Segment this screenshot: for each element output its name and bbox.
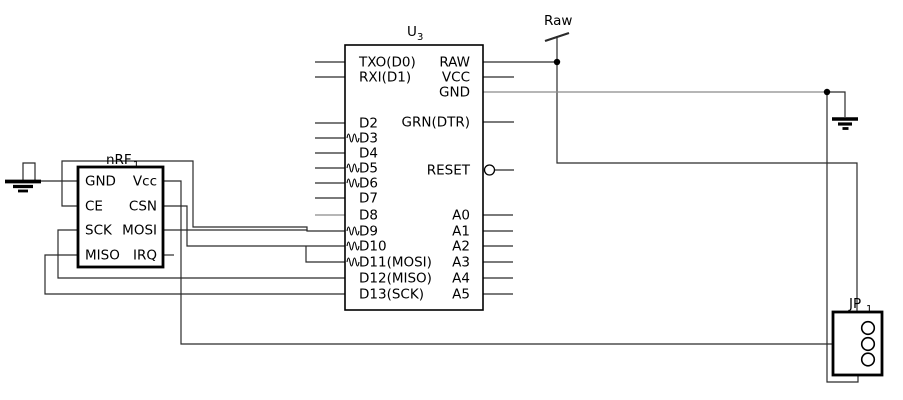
wires: [5, 31, 862, 383]
u3-pin-d2: D2: [359, 116, 378, 132]
wire-nrf-gnd: [22, 162, 78, 182]
nrf1-pin-irq: IRQ: [133, 248, 157, 264]
u3-pin-d12: D12(MISO): [359, 271, 432, 287]
nrf1-pin-vcc: Vcc: [133, 174, 157, 190]
jp1-pin3-icon: [860, 352, 876, 367]
u3-pin-d8: D8: [359, 208, 378, 224]
u3-pin-grn: GRN(DTR): [402, 115, 471, 131]
pwm-icons: [346, 133, 360, 267]
wire-nrf-miso: [44, 254, 345, 295]
nrf1-pin-miso: MISO: [85, 248, 120, 264]
pwm-icon-d6: [346, 178, 360, 188]
pwm-icon-d11: [346, 257, 360, 267]
pwm-icon-d9: [346, 226, 360, 236]
u3-pin-a1: A1: [452, 224, 470, 240]
nrf1-pin-gnd: GND: [85, 174, 116, 190]
u3-pin-reset: RESET: [427, 163, 471, 179]
component-nrf1: nRF 1 GND CE SCK MISO Vcc CSN MOSI IRQ: [76, 152, 165, 269]
reset-bubble-icon: [483, 164, 496, 176]
wire-gnd-to-ground: [827, 91, 846, 117]
u3-pin-d7: D7: [359, 191, 378, 207]
u3-pin-vcc: VCC: [442, 70, 470, 86]
stubs-u3-a0-a5: [483, 214, 513, 295]
u3-pin-a0: A0: [452, 208, 470, 224]
nrf1-designator: nRF: [106, 152, 132, 168]
u3-pin-d10: D10: [359, 239, 387, 255]
u3-left-pin-labels: TXO(D0) RXI(D1) D2 D3 D4 D5 D6 D7 D8 D9 …: [358, 55, 432, 303]
stubs-u3-left: [315, 61, 345, 199]
raw-net-label: Raw: [544, 13, 572, 29]
wire-nrf-ce: [61, 160, 308, 231]
nrf1-pin-mosi: MOSI: [122, 223, 157, 239]
junction-dot-raw: [553, 58, 561, 66]
u3-pin-a5: A5: [452, 287, 470, 303]
u3-pin-d13: D13(SCK): [359, 287, 424, 303]
nrf1-pin-sck: SCK: [85, 223, 113, 239]
u3-designator-sub: 3: [417, 32, 423, 43]
u3-body: [344, 44, 484, 311]
nrf1-pin-csn: CSN: [129, 199, 157, 215]
junction-dot-gnd: [823, 88, 831, 96]
u3-pin-txo: TXO(D0): [358, 55, 416, 71]
ground-symbol-right: [832, 117, 858, 130]
wire-raw-to-jp1: [556, 36, 862, 329]
u3-pin-d9: D9: [359, 224, 378, 240]
jp1-designator: JP: [848, 296, 861, 312]
component-u3: U 3 TXO(D0) RXI(D1) D2 D3 D4 D5 D6 D7 D8…: [344, 24, 496, 311]
u3-pin-a2: A2: [452, 239, 470, 255]
ground-symbol-left: [5, 179, 41, 193]
u3-pin-d6: D6: [359, 176, 378, 192]
u3-pin-d3: D3: [359, 131, 378, 147]
jp1-body: [831, 310, 884, 377]
u3-pin-d4: D4: [359, 146, 378, 162]
wire-nrf-mosi: [163, 229, 345, 232]
pwm-icon-d5: [346, 163, 360, 173]
nrf1-designator-sub: 1: [133, 160, 139, 171]
nrf1-pin-ce: CE: [85, 199, 103, 215]
wire-nrf-vcc: [163, 180, 862, 345]
pwm-icon-d3: [346, 133, 360, 143]
u3-pin-a4: A4: [452, 271, 470, 287]
u3-pin-rxi: RXI(D1): [359, 70, 411, 86]
nrf1-body: [76, 165, 165, 269]
u3-pin-raw: RAW: [439, 55, 470, 71]
u3-pin-a3: A3: [452, 255, 470, 271]
jp1-designator-sub: 1: [866, 304, 872, 315]
wire-nrf-sck: [57, 229, 345, 279]
u3-right-pin-labels: RAW VCC GND GRN(DTR) RESET A0 A1 A2 A3 A…: [402, 55, 471, 303]
u3-designator: U: [407, 24, 417, 40]
pwm-icon-d10: [346, 241, 360, 251]
jp1-pin1-icon: [860, 320, 876, 336]
u3-pin-gnd: GND: [439, 85, 470, 101]
jp1-pin2-icon: [860, 336, 876, 352]
component-jp1: JP 1: [831, 296, 884, 377]
u3-pin-d11: D11(MOSI): [359, 255, 432, 271]
wire-branch-d11: [305, 246, 345, 263]
u3-pin-d5: D5: [359, 161, 378, 177]
nrf1-right-pin-labels: Vcc CSN MOSI IRQ: [122, 174, 157, 264]
wire-nrf-csn: [163, 205, 345, 247]
nrf1-left-pin-labels: GND CE SCK MISO: [85, 174, 120, 264]
